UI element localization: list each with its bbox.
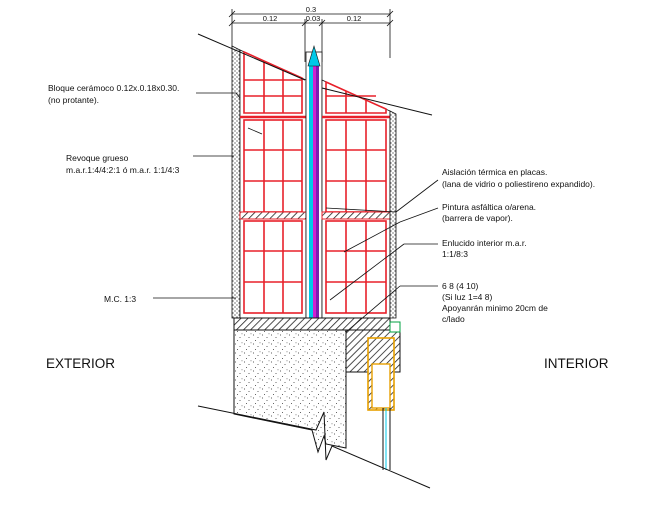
render-label-line2: m.a.r.1:4/4:2:1 ó m.a.r. 1:1/4:3 <box>66 165 180 175</box>
paint-label-line1: Pintura asfáltica o/arena. <box>442 202 536 212</box>
lintel-label-line1: 6 8 (4 10) <box>442 281 479 291</box>
block-label-line1: Bloque cerámoco 0.12x.0.18x0.30. <box>48 83 179 93</box>
right-brick-leaf <box>321 79 391 319</box>
concrete-base <box>233 329 347 454</box>
exterior-label: EXTERIOR <box>46 356 115 371</box>
dim-right: 0.12 <box>347 14 362 23</box>
lintel-label-line3: Apoyanrán minimo 20cm de <box>442 303 548 313</box>
cavity-insulation <box>305 44 323 319</box>
bottom-break-line <box>197 405 431 489</box>
dimension-chain <box>228 9 394 62</box>
window-frame <box>367 337 395 470</box>
left-brick-leaf <box>239 49 307 319</box>
exterior-render <box>231 45 241 319</box>
plaster-label-line2: 1:1/8:3 <box>442 249 468 259</box>
mortar-label: M.C. 1:3 <box>104 294 136 304</box>
dim-left: 0.12 <box>263 14 278 23</box>
top-break-line <box>197 33 433 116</box>
render-label-line1: Revoque grueso <box>66 153 129 163</box>
right-brick-block-bottom <box>325 220 387 314</box>
left-brick-block-top <box>243 50 303 114</box>
right-brick-block-top <box>325 80 387 114</box>
leader-lines <box>153 92 439 333</box>
lintel-label-line2: (Si luz 1=4 8) <box>442 292 492 302</box>
insulation-label-line2: (lana de vidrio o poliestireno expandido… <box>442 179 595 189</box>
insulation-label-line1: Aislación térmica en placas. <box>442 167 547 177</box>
interior-label: INTERIOR <box>544 356 609 371</box>
interior-plaster <box>389 110 397 319</box>
paint-label-line2: (barrera de vapor). <box>442 213 513 223</box>
lintel-label-line4: c/lado <box>442 314 465 324</box>
dim-total: 0.3 <box>306 5 316 14</box>
dim-gap: 0.03 <box>306 14 321 23</box>
plaster-label-line1: Enlucido interior m.a.r. <box>442 238 527 248</box>
left-brick-block-bottom <box>243 220 303 314</box>
block-label-line2: (no protante). <box>48 95 99 105</box>
